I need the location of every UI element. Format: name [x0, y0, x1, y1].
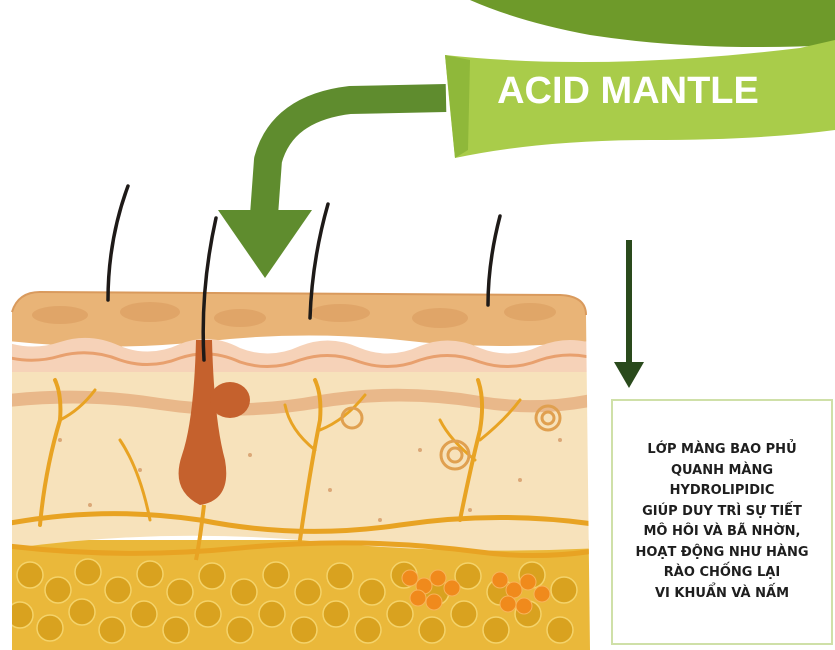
caption-line: VI KHUẨN VÀ NẤM: [635, 584, 808, 605]
banner-top-swoosh: [470, 0, 835, 47]
caption-line: QUANH MÀNG: [635, 461, 808, 482]
caption-line: GIÚP DUY TRÌ SỰ TIẾT: [635, 502, 808, 523]
banner-fold: [445, 55, 470, 158]
caption-box: LỚP MÀNG BAO PHỦ QUANH MÀNG HYDROLIPIDIC…: [611, 399, 833, 645]
acid-mantle-banner: ACID MANTLE: [445, 0, 835, 158]
caption-line: HYDROLIPIDIC: [635, 481, 808, 502]
skin-cross-section: [0, 290, 600, 650]
down-arrow-icon: [614, 240, 644, 388]
caption-text: LỚP MÀNG BAO PHỦ QUANH MÀNG HYDROLIPIDIC…: [629, 440, 814, 604]
caption-line: MÔ HÔI VÀ BÃ NHỜN,: [635, 522, 808, 543]
curved-arrow-icon: [218, 98, 446, 278]
caption-line: RÀO CHỐNG LẠI: [635, 563, 808, 584]
banner-label: ACID MANTLE: [497, 70, 759, 112]
caption-line: HOẠT ĐỘNG NHƯ HÀNG: [635, 543, 808, 564]
caption-line: LỚP MÀNG BAO PHỦ: [635, 440, 808, 461]
